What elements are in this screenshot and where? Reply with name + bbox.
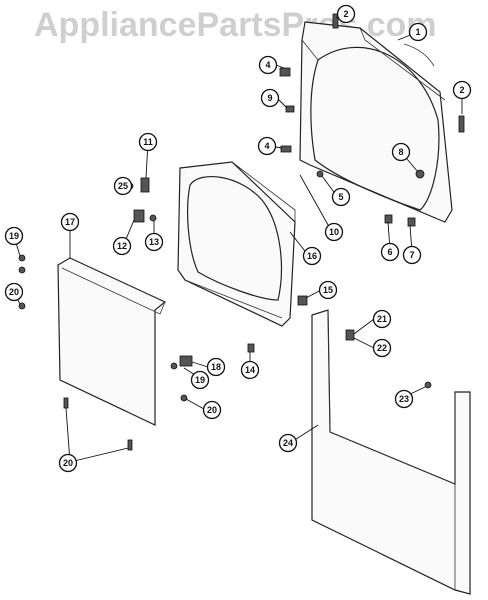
callout-20: 20 bbox=[202, 400, 222, 420]
callout-label: 6 bbox=[387, 247, 392, 257]
callout-label: 19 bbox=[9, 231, 19, 241]
callout-label: 4 bbox=[264, 141, 269, 151]
cabinet-front bbox=[311, 309, 471, 595]
callout-label: 12 bbox=[117, 241, 127, 251]
callout-8: 8 bbox=[391, 142, 411, 162]
callout-23: 23 bbox=[394, 389, 414, 409]
callout-label: 18 bbox=[211, 362, 221, 372]
callout-label: 23 bbox=[399, 394, 409, 404]
callout-2: 2 bbox=[452, 80, 472, 100]
callout-label: 4 bbox=[265, 60, 270, 70]
callout-label: 2 bbox=[459, 85, 464, 95]
callout-14: 14 bbox=[240, 360, 260, 380]
callout-5: 5 bbox=[331, 187, 351, 207]
callout-18: 18 bbox=[206, 357, 226, 377]
callout-label: 19 bbox=[195, 375, 205, 385]
callout-label: 5 bbox=[338, 192, 343, 202]
callout-label: 20 bbox=[63, 458, 73, 468]
callout-label: 20 bbox=[207, 405, 217, 415]
callout-19: 19 bbox=[4, 226, 24, 246]
callout-label: 15 bbox=[323, 285, 333, 295]
callout-label: 1 bbox=[415, 27, 420, 37]
callout-25: 25 bbox=[113, 176, 133, 196]
callout-7: 7 bbox=[402, 245, 422, 265]
callout-4: 4 bbox=[257, 136, 277, 156]
callout-4: 4 bbox=[258, 55, 278, 75]
rear-bulkhead bbox=[299, 21, 453, 223]
callout-label: 25 bbox=[118, 181, 128, 191]
callout-13: 13 bbox=[144, 232, 164, 252]
callout-label: 11 bbox=[143, 137, 153, 147]
callout-15: 15 bbox=[318, 280, 338, 300]
callout-19: 19 bbox=[190, 370, 210, 390]
callout-16: 16 bbox=[302, 246, 322, 266]
callout-label: 2 bbox=[343, 9, 348, 19]
callout-label: 20 bbox=[9, 287, 19, 297]
callout-label: 13 bbox=[149, 237, 159, 247]
callout-12: 12 bbox=[112, 236, 132, 256]
callout-21: 21 bbox=[372, 309, 392, 329]
callout-24: 24 bbox=[278, 433, 298, 453]
callout-6: 6 bbox=[380, 242, 400, 262]
callout-2: 2 bbox=[336, 4, 356, 24]
callout-label: 7 bbox=[409, 250, 414, 260]
front-bulkhead bbox=[177, 161, 296, 327]
callout-20: 20 bbox=[4, 282, 24, 302]
callout-1: 1 bbox=[408, 22, 428, 42]
callout-label: 14 bbox=[245, 365, 255, 375]
callout-label: 21 bbox=[377, 314, 387, 324]
callout-label: 22 bbox=[377, 343, 387, 353]
callout-label: 16 bbox=[307, 251, 317, 261]
callout-label: 24 bbox=[283, 438, 293, 448]
callout-label: 10 bbox=[329, 227, 339, 237]
callout-11: 11 bbox=[138, 132, 158, 152]
callout-label: 8 bbox=[398, 147, 403, 157]
callout-label: 17 bbox=[65, 217, 75, 227]
door-panel bbox=[57, 257, 167, 426]
callout-20: 20 bbox=[58, 453, 78, 473]
callout-10: 10 bbox=[324, 222, 344, 242]
callout-9: 9 bbox=[260, 88, 280, 108]
callout-17: 17 bbox=[60, 212, 80, 232]
callout-label: 9 bbox=[267, 93, 272, 103]
callout-22: 22 bbox=[372, 338, 392, 358]
